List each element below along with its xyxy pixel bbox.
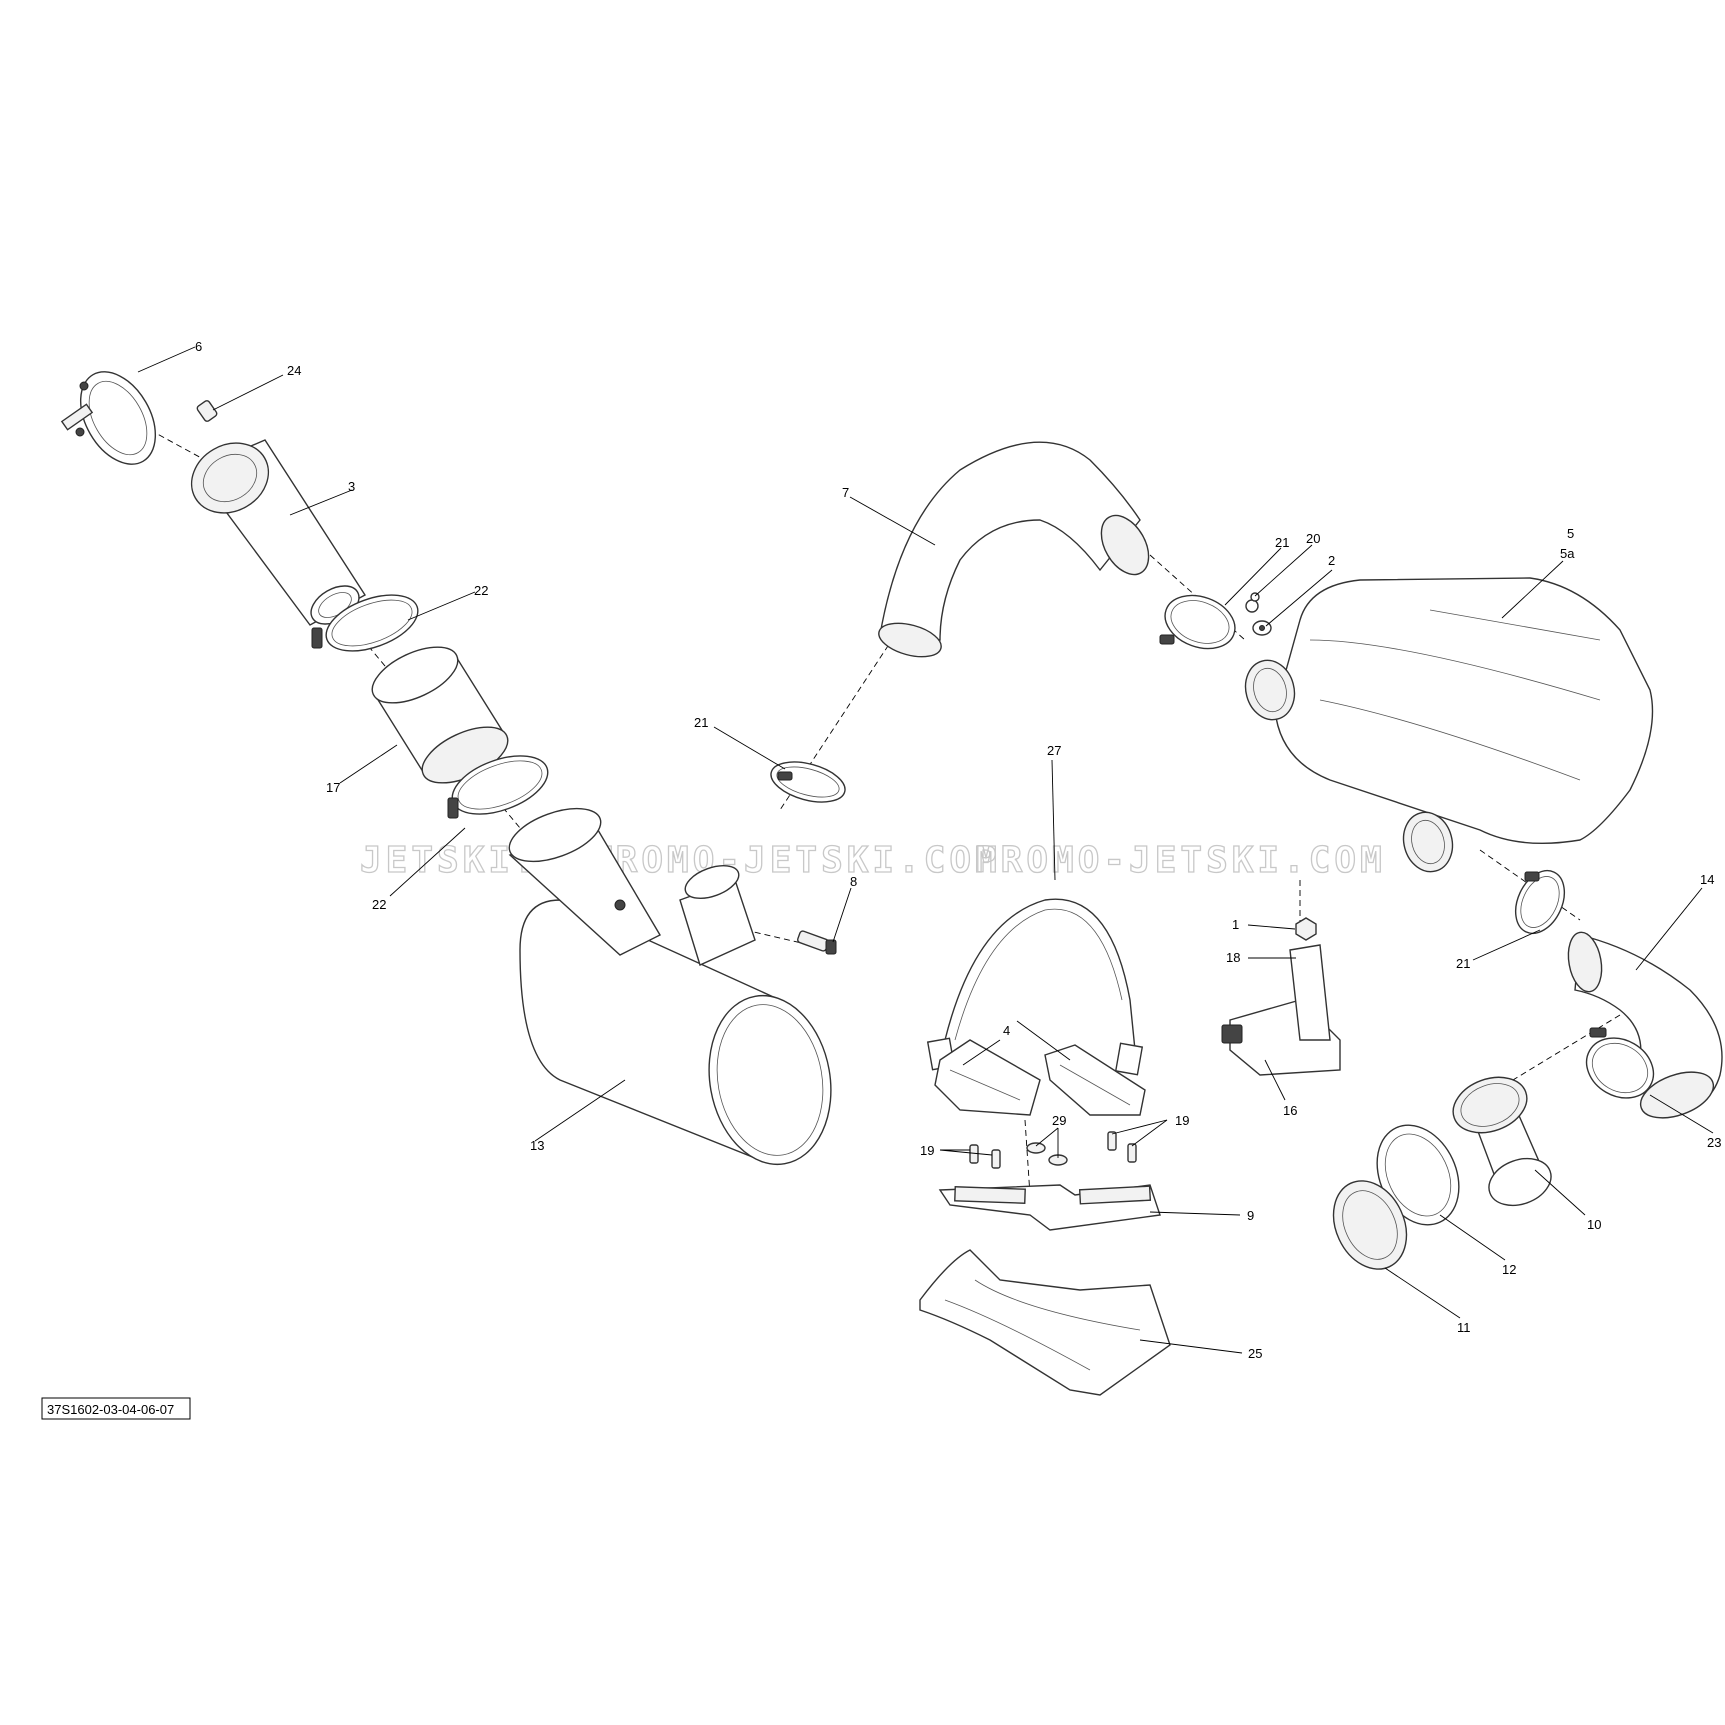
callout-29: 29 [1052,1113,1066,1128]
part-2-washer [1252,620,1272,636]
callout-16: 16 [1283,1103,1297,1118]
part-4-bracket-right [1044,1044,1146,1116]
callout-21-left: 21 [694,715,708,730]
part-11-nut-ring [1332,1180,1408,1270]
callout-24: 24 [287,363,301,378]
part-21-clamp-right [1514,869,1566,935]
part-16-bracket [1221,944,1341,1076]
callout-17: 17 [326,780,340,795]
part-29-rivets [1026,1142,1068,1166]
part-13-muffler [508,807,832,1166]
callout-5: 5 [1567,526,1574,541]
callout-8: 8 [850,874,857,889]
callout-23: 23 [1707,1135,1721,1150]
callout-19-left: 19 [920,1143,934,1158]
callout-14: 14 [1700,872,1714,887]
callout-20: 20 [1306,531,1320,546]
part-19-screws-left [969,1144,1001,1169]
callout-1: 1 [1232,917,1239,932]
callout-18: 18 [1226,950,1240,965]
part-21-clamp-top [1159,594,1236,650]
callout-22-upper: 22 [474,583,488,598]
drawing-code-text: 37S1602-03-04-06-07 [47,1402,174,1417]
callout-7: 7 [842,485,849,500]
part-9-heat-shield-plate [938,1184,1161,1231]
part-7-crossover-pipe [878,441,1150,658]
callout-25: 25 [1248,1346,1262,1361]
callout-3: 3 [348,479,355,494]
part-21-clamp-left [770,761,846,803]
part-23-clamp [1585,1027,1655,1099]
callout-11: 11 [1457,1320,1471,1335]
part-14-elbow-pipe [1567,931,1723,1119]
part-8-sensor [796,930,837,955]
callout-13: 13 [530,1138,544,1153]
callout-21-right: 21 [1456,956,1470,971]
assembly-axis-lines [149,429,1621,1196]
part-20-nut [1245,592,1260,613]
part-10-outlet-fitting [1452,1076,1552,1207]
part-19-screws-right [1107,1131,1137,1163]
callout-27: 27 [1047,743,1061,758]
callout-2: 2 [1328,553,1335,568]
part-25-lower-heat-shield [919,1249,1171,1396]
callout-6: 6 [195,339,202,354]
callout-12: 12 [1502,1262,1516,1277]
part-1-nut [1295,917,1317,941]
callout-22-lower: 22 [372,897,386,912]
watermark-text-mid: PROMO-JETSKI.COM [590,840,1001,881]
callout-4: 4 [1003,1023,1010,1038]
callout-19-right: 19 [1175,1113,1189,1128]
part-6-vband-clamp [60,371,157,465]
part-17-sleeve [371,646,509,784]
callout-9: 9 [1247,1208,1254,1223]
leader-lines [137,346,1714,1354]
part-22-clamp-upper [311,594,419,652]
callout-21-top: 21 [1275,535,1289,550]
part-3-header-pipe [190,439,366,626]
callout-5a: 5a [1560,546,1575,561]
part-22-clamp-lower [447,755,549,819]
callout-labels: 6 24 3 22 17 22 13 7 21 8 21 20 2 5 5a 2… [195,339,1721,1361]
part-24-fitting [196,400,218,422]
part-4-bracket-left [934,1039,1041,1116]
part-5-resonator [1244,577,1654,873]
callout-10: 10 [1587,1217,1601,1232]
drawing-code-box: 37S1602-03-04-06-07 [41,1397,191,1420]
watermark-text-right: PROMO-JETSKI.COM [975,840,1386,881]
